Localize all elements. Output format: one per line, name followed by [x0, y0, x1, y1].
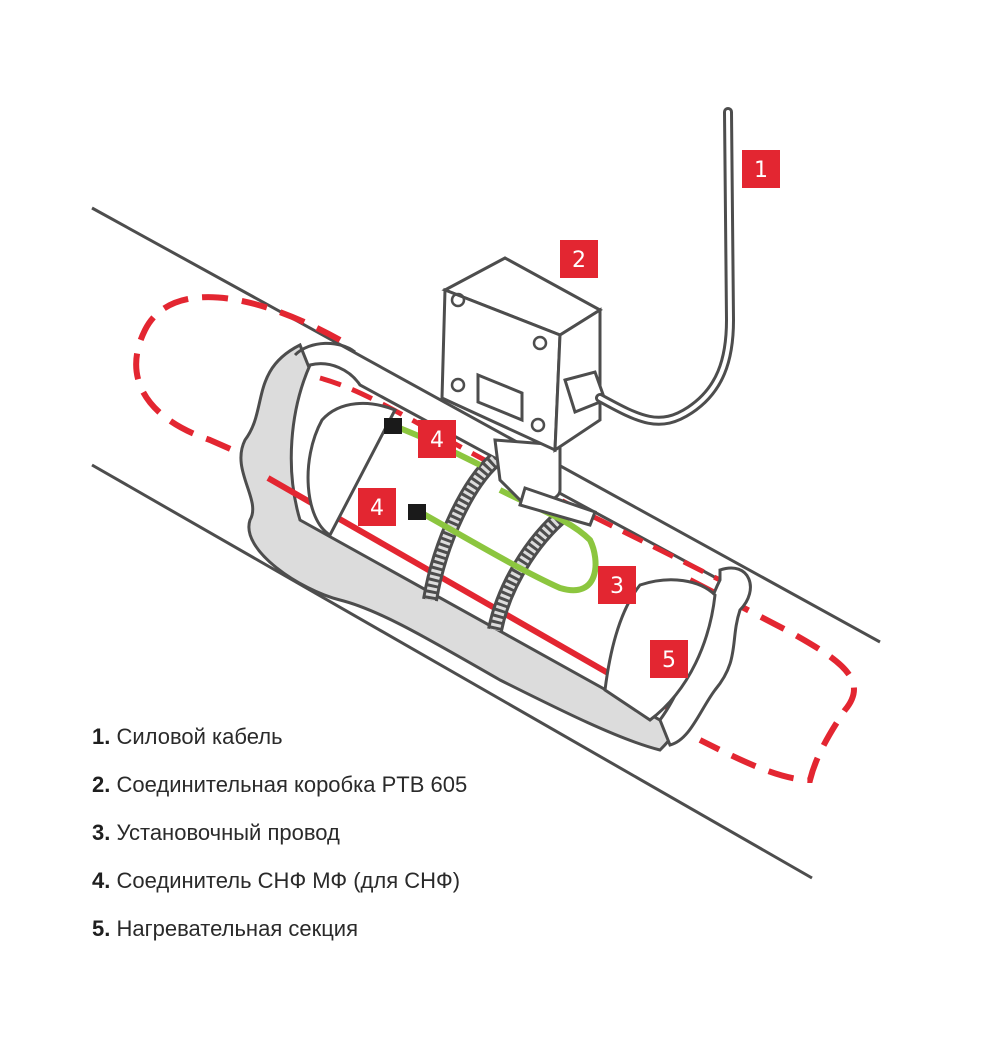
legend-item: 5. Нагревательная секция — [92, 916, 467, 964]
legend-item: 3. Установочный провод — [92, 820, 467, 868]
legend-number: 2. — [92, 772, 111, 797]
clamp-band-left — [306, 401, 398, 538]
legend-number: 4. — [92, 868, 111, 893]
svg-text:5: 5 — [662, 648, 676, 673]
screw-icon — [450, 377, 466, 393]
legend-text: Установочный провод — [116, 820, 340, 845]
legend-item: 4. Соединитель СНФ МФ (для СНФ) — [92, 868, 467, 916]
legend-text: Соединительная коробка PTB 605 — [116, 772, 468, 797]
box-bracket — [518, 486, 597, 527]
power-cable — [598, 110, 733, 423]
svg-text:4: 4 — [370, 496, 384, 521]
svg-text:2: 2 — [572, 248, 586, 273]
svg-text:3: 3 — [610, 574, 624, 599]
pipe-bottom-edge — [91, 463, 813, 880]
heating-cable-hidden-right — [688, 577, 857, 784]
legend-text: Нагревательная секция — [116, 916, 359, 941]
badge-5: 5 — [650, 640, 688, 678]
box-label-plate — [476, 372, 524, 423]
connector-icon-top — [384, 418, 402, 434]
badge-4-bottom: 4 — [358, 488, 396, 526]
hose-clamp-1-teeth — [425, 456, 499, 601]
screw-icon — [530, 417, 546, 433]
power-cable-outline — [595, 107, 736, 426]
legend-text: Соединитель СНФ МФ (для СНФ) — [116, 868, 461, 893]
svg-text:4: 4 — [430, 428, 444, 453]
screw-icon — [532, 335, 548, 351]
pipe-top-edge — [91, 206, 881, 644]
legend-number: 5. — [92, 916, 111, 941]
badge-3: 3 — [598, 566, 636, 604]
svg-text:1: 1 — [754, 158, 768, 183]
legend-number: 3. — [92, 820, 111, 845]
badge-4-top: 4 — [418, 420, 456, 458]
screw-icon — [450, 292, 466, 308]
legend-number: 1. — [92, 724, 111, 749]
connector-icon-bottom — [408, 504, 426, 520]
legend-list: 1. Силовой кабель 2. Соединительная коро… — [92, 724, 467, 964]
legend-item: 1. Силовой кабель — [92, 724, 467, 772]
badge-2: 2 — [560, 240, 598, 278]
insulation-top-curve — [293, 341, 356, 357]
legend-item: 2. Соединительная коробка PTB 605 — [92, 772, 467, 820]
legend-text: Силовой кабель — [116, 724, 283, 749]
badge-1: 1 — [742, 150, 780, 188]
heating-cable-hidden-left — [133, 294, 342, 478]
